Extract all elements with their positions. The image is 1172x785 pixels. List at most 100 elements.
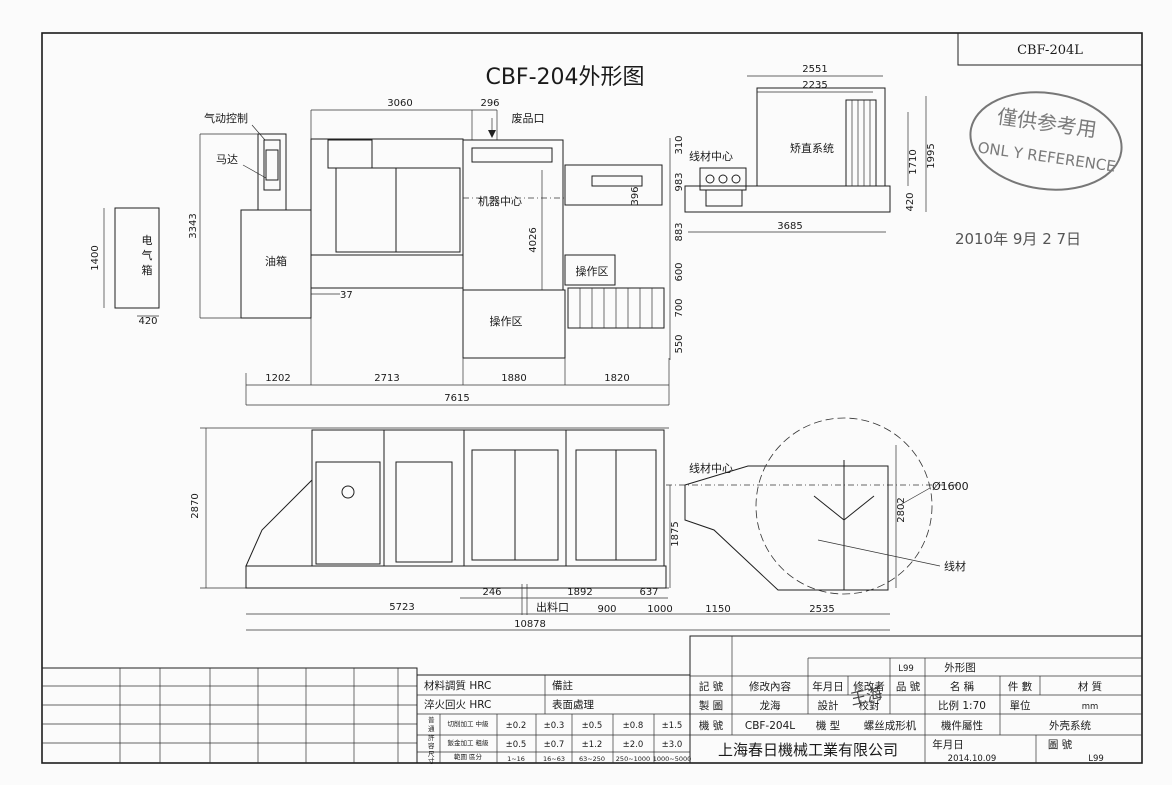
- dim-2713: 2713: [374, 373, 399, 384]
- tb-tol-6: 寸: [428, 756, 435, 765]
- drawing-code: CBF-204L: [1017, 43, 1083, 58]
- tb-tol-coarse-3: ±1.2: [582, 740, 603, 750]
- code-box: [957, 32, 1143, 66]
- tb-model-label: 機 型: [816, 719, 840, 732]
- label-electric-box-3: 箱: [142, 263, 153, 277]
- dim-10878: 10878: [514, 619, 546, 630]
- dim-3060: 3060: [387, 98, 412, 109]
- drawing-title: CBF-204外形图: [485, 65, 644, 90]
- tb-model: 螺丝成形机: [864, 719, 917, 732]
- dim-550: 550: [674, 334, 685, 353]
- dim-1892: 1892: [567, 587, 592, 598]
- top-view: 3060 296 废品口 气动控制 马达 电 气 箱 1400 420 油箱 3…: [90, 64, 937, 406]
- tb-tol-4: 容: [428, 741, 435, 750]
- date-stamp: 2010年 9月 2 7日: [955, 230, 1081, 248]
- label-straightening-system: 矫直系统: [790, 141, 834, 155]
- tb-model-no-label: 機 號: [699, 719, 724, 732]
- tb-range-5: 1000~5000: [653, 755, 692, 763]
- stamp-text-en: ONL Y REFERENCE: [977, 138, 1117, 175]
- tb-tol-coarse-5: ±3.0: [662, 740, 683, 750]
- tb-tol-coarse-1: ±0.5: [506, 740, 527, 750]
- tb-model-no: CBF-204L: [745, 720, 795, 732]
- sheet-border: [41, 32, 1143, 764]
- dim-420-straight: 420: [905, 192, 916, 211]
- tb-rev-sheet: L99: [898, 664, 914, 674]
- tb-drawing-no-label: 圖 號: [1048, 738, 1073, 751]
- tb-design: 設計: [818, 699, 839, 712]
- dim-1150: 1150: [705, 604, 730, 615]
- tb-tol-coarse-2: ±0.7: [544, 740, 565, 750]
- dim-700: 700: [674, 298, 685, 317]
- dim-4026: 4026: [528, 227, 539, 252]
- tb-sheet-coarse: 鈑金加工 粗級: [447, 738, 489, 747]
- dim-1880: 1880: [501, 373, 526, 384]
- tb-date-label: 年月日: [932, 738, 964, 751]
- label-pneumatic-control: 气动控制: [204, 111, 248, 125]
- tb-tol-fine-5: ±1.5: [662, 721, 683, 731]
- dim-296: 296: [480, 98, 499, 109]
- label-diameter: Ø1600: [932, 480, 969, 493]
- tb-range-4: 250~1000: [616, 755, 650, 763]
- dim-983: 983: [674, 172, 685, 191]
- reference-stamp: 僅供参考用 ONL Y REFERENCE: [969, 91, 1123, 191]
- tb-tol-3: 許: [428, 733, 435, 742]
- dim-3343: 3343: [188, 213, 199, 238]
- tb-tol-5: 尺: [428, 750, 435, 758]
- label-electric-box-2: 气: [142, 248, 153, 262]
- dim-1202: 1202: [265, 373, 290, 384]
- tb-mark: 記 號: [699, 680, 724, 693]
- dim-1400: 1400: [90, 245, 101, 270]
- label-machine-center: 机器中心: [478, 194, 522, 208]
- dim-883: 883: [674, 222, 685, 241]
- tb-unit: 單位: [1010, 699, 1032, 712]
- tb-tol-fine-1: ±0.2: [506, 721, 527, 731]
- dim-1710: 1710: [908, 149, 919, 174]
- tb-tol-2: 通: [428, 724, 435, 733]
- tb-tol-fine-3: ±0.5: [582, 721, 603, 731]
- title-block: 材料調質 HRC 淬火回火 HRC 備註 表面處理 普 通 許 容 尺 寸 切削…: [41, 635, 1143, 765]
- dim-420-box: 420: [138, 316, 157, 327]
- dim-1875: 1875: [670, 521, 681, 546]
- label-electric-box-1: 电: [142, 234, 153, 247]
- dim-2802: 2802: [896, 497, 907, 522]
- tb-unit-value: mm: [1082, 702, 1099, 712]
- dim-637: 637: [639, 587, 658, 598]
- tb-drawing-no: L99: [1088, 754, 1104, 764]
- tb-part-attr: 機件屬性: [941, 719, 983, 732]
- label-wire-center-front: 线材中心: [689, 461, 733, 475]
- label-outlet: 出料口: [536, 600, 569, 614]
- tb-part-attr-value: 外壳系统: [1049, 719, 1091, 732]
- label-waste-outlet: 废品口: [512, 111, 545, 125]
- tb-tol-1: 普: [428, 715, 435, 724]
- label-operation-area-side: 操作区: [576, 264, 609, 278]
- tb-drawn-by: 龙海: [760, 699, 781, 712]
- tb-surface: 表面處理: [552, 698, 594, 711]
- tb-change-content: 修改內容: [749, 680, 791, 693]
- tb-company: 上海春日機械工業有限公司: [718, 741, 898, 759]
- tb-range-2: 16~63: [543, 755, 565, 763]
- label-motor: 马达: [216, 153, 238, 166]
- tb-scale: 比例 1:70: [938, 699, 986, 712]
- tb-name-label: 名 稱: [950, 680, 975, 693]
- tb-tol-fine-2: ±0.3: [544, 721, 565, 731]
- tb-item-no: 品 號: [896, 680, 921, 693]
- tb-tol-coarse-4: ±2.0: [623, 740, 644, 750]
- dim-37: 37: [340, 290, 353, 301]
- dim-1995: 1995: [926, 143, 937, 168]
- dim-2235: 2235: [802, 80, 827, 91]
- dim-600: 600: [674, 262, 685, 281]
- tb-quantity: 件 數: [1008, 680, 1033, 693]
- tb-ymd: 年月日: [812, 680, 844, 693]
- dim-2551: 2551: [802, 64, 827, 75]
- dim-1820: 1820: [604, 373, 629, 384]
- label-oil-tank: 油箱: [265, 254, 287, 268]
- tb-range-1: 1~16: [507, 755, 525, 763]
- dim-396: 396: [630, 186, 641, 205]
- tb-remark: 備註: [552, 679, 573, 692]
- tb-check: 校對: [859, 699, 880, 712]
- tb-cut-fine: 切削加工 中級: [447, 719, 489, 728]
- dim-900: 900: [597, 604, 616, 615]
- dim-7615: 7615: [444, 393, 469, 404]
